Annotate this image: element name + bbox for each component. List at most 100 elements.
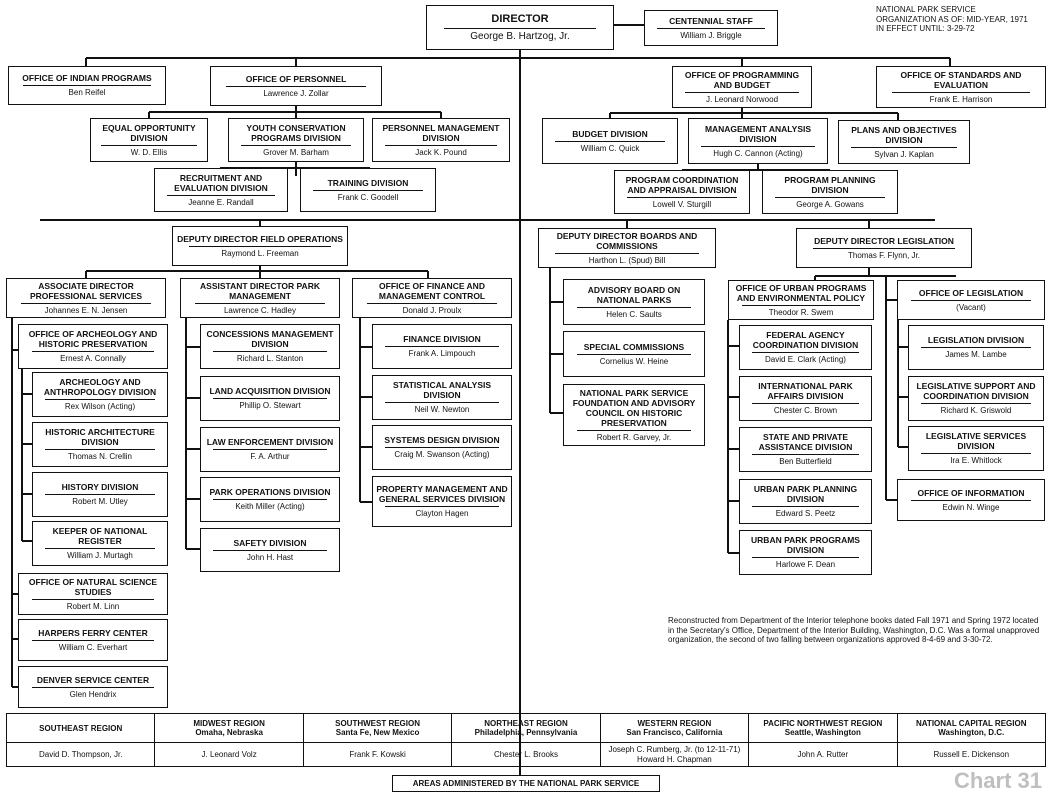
box-name: Robert M. Utley [72,497,128,506]
region-city: Washington, D.C. [938,728,1005,737]
history-division-box: HISTORY DIVISION Robert M. Utley [32,472,168,517]
federal-agency-coordination-division-box: FEDERAL AGENCY COORDINATION DIVISION Dav… [739,325,872,370]
box-name: Grover M. Barham [263,147,329,157]
legislative-support-coordination-division-box: LEGISLATIVE SUPPORT AND COORDINATION DIV… [908,376,1044,421]
systems-design-division-box: SYSTEMS DESIGN DIVISION Craig M. Swanson… [372,425,512,470]
box-title: PLANS AND OBJECTIVES DIVISION [851,124,957,145]
box-title: OFFICE OF PERSONNEL [245,73,347,84]
box-name: Rex Wilson (Acting) [64,402,136,411]
box-name: Ira E. Whitlock [950,456,1002,465]
box-title: PARK OPERATIONS DIVISION [209,487,331,497]
office-information-box: OFFICE OF INFORMATION Edwin N. Winge [897,479,1045,521]
box-name: (Vacant) [956,302,986,312]
box-name: James M. Lambe [945,350,1007,359]
box-name: John H. Hast [246,552,294,562]
archeology-anthropology-division-box: ARCHEOLOGY AND ANTHROPOLOGY DIVISION Rex… [32,372,168,417]
box-title: PROGRAM PLANNING DIVISION [784,174,876,195]
box-title: BUDGET DIVISION [572,128,648,139]
box-title: LAND ACQUISITION DIVISION [209,386,331,396]
region-city: Philadelphia, Pennsylvania [474,728,578,737]
box-name: Richard L. Stanton [236,354,304,363]
chart-number-label: Chart 31 [953,768,1042,793]
box-name: Cornelius W. Heine [599,356,669,366]
box-name: Clayton Hagen [415,509,469,518]
region-head: John A. Rutter [797,749,849,759]
box-title: ASSISTANT DIRECTOR PARK MANAGEMENT [200,280,320,301]
box-name: Ben Butterfield [779,457,832,466]
box-name: Craig M. Swanson (Acting) [394,450,490,459]
box-title: LEGISLATIVE SUPPORT AND COORDINATION DIV… [916,381,1036,401]
concessions-management-division-box: CONCESSIONS MANAGEMENT DIVISION Richard … [200,324,340,369]
finance-division-box: FINANCE DIVISION Frank A. Limpouch [372,324,512,369]
box-title: STATISTICAL ANALYSIS DIVISION [392,380,492,400]
personnel-management-division-box: PERSONNEL MANAGEMENT DIVISION Jack K. Po… [372,118,510,162]
box-name: J. Leonard Norwood [705,94,779,104]
regions-table: SOUTHEAST REGION David D. Thompson, Jr. … [6,713,1046,767]
box-title: OFFICE OF INDIAN PROGRAMS [22,73,152,83]
box-title: PROPERTY MANAGEMENT AND GENERAL SERVICES… [376,484,508,504]
box-name: William J. Briggle [680,30,742,40]
office-archeology-historic-preservation-box: OFFICE OF ARCHEOLOGY AND HISTORIC PRESER… [18,324,168,369]
box-title: RECRUITMENT AND EVALUATION DIVISION [174,172,268,193]
source-note: Reconstructed from Department of the Int… [668,616,1040,644]
box-name: Frank C. Goodell [337,192,399,202]
box-name: Raymond L. Freeman [221,248,299,258]
property-management-general-services-box: PROPERTY MANAGEMENT AND GENERAL SERVICES… [372,476,512,527]
region-head: Joseph C. Rumberg, Jr. (to 12-11-71) [608,745,741,754]
box-title: OFFICE OF LEGISLATION [918,287,1024,298]
office-personnel-box: OFFICE OF PERSONNEL Lawrence J. Zollar [210,66,382,106]
office-urban-programs-environmental-policy-box: OFFICE OF URBAN PROGRAMS AND ENVIRONMENT… [728,280,874,320]
box-name: F. A. Arthur [250,452,290,461]
box-title: OFFICE OF URBAN PROGRAMS AND ENVIRONMENT… [735,282,867,303]
region-cell: SOUTHEAST REGION David D. Thompson, Jr. [7,714,155,766]
office-indian-programs-box: OFFICE OF INDIAN PROGRAMS Ben Reifel [8,66,166,105]
box-name: Harlowe F. Dean [775,560,836,569]
box-title: CENTENNIAL STAFF [669,15,753,26]
legislative-services-division-box: LEGISLATIVE SERVICES DIVISION Ira E. Whi… [908,426,1044,471]
box-title: OFFICE OF ARCHEOLOGY AND HISTORIC PRESER… [28,329,158,349]
box-name: Keith Miller (Acting) [235,502,305,511]
box-title: URBAN PARK PLANNING DIVISION [753,484,858,504]
safety-division-box: SAFETY DIVISION John H. Hast [200,528,340,572]
region-name: PACIFIC NORTHWEST REGION [763,719,883,728]
box-title: ASSOCIATE DIRECTOR PROFESSIONAL SERVICES [29,280,143,301]
box-name: Harthon L. (Spud) Bill [588,255,666,265]
assistant-director-park-management-box: ASSISTANT DIRECTOR PARK MANAGEMENT Lawre… [180,278,340,318]
region-city: San Francisco, California [626,728,723,737]
urban-park-programs-division-box: URBAN PARK PROGRAMS DIVISION Harlowe F. … [739,530,872,575]
box-name: Robert R. Garvey, Jr. [596,432,672,442]
box-title: HARPERS FERRY CENTER [38,627,148,638]
box-title: MANAGEMENT ANALYSIS DIVISION [704,123,812,144]
program-planning-division-box: PROGRAM PLANNING DIVISION George A. Gowa… [762,170,898,214]
chart-legend-header: NATIONAL PARK SERVICE ORGANIZATION AS OF… [876,5,1046,34]
legend-line-3: IN EFFECT UNTIL: 3-29-72 [876,24,975,33]
office-legislation-box: OFFICE OF LEGISLATION (Vacant) [897,280,1045,320]
box-name: Thomas N. Crellin [67,452,132,461]
region-head: Chester L. Brooks [493,749,558,759]
box-title: HISTORY DIVISION [61,482,139,492]
box-name: Donald J. Proulx [402,305,462,315]
legislation-division-box: LEGISLATION DIVISION James M. Lambe [908,325,1044,370]
box-name: Lowell V. Sturgill [652,199,712,209]
box-name: W. D. Ellis [130,147,168,157]
box-title: CONCESSIONS MANAGEMENT DIVISION [206,329,334,349]
box-title: HISTORIC ARCHITECTURE DIVISION [45,427,155,447]
deputy-director-legislation-box: DEPUTY DIRECTOR LEGISLATION Thomas F. Fl… [796,228,972,268]
youth-conservation-programs-box: YOUTH CONSERVATION PROGRAMS DIVISION Gro… [228,118,364,162]
box-title: DENVER SERVICE CENTER [36,674,150,685]
box-name: Frank E. Harrison [929,94,993,104]
box-title: NATIONAL PARK SERVICE FOUNDATION AND ADV… [572,387,696,428]
park-operations-division-box: PARK OPERATIONS DIVISION Keith Miller (A… [200,477,340,522]
areas-administered-box: AREAS ADMINISTERED BY THE NATIONAL PARK … [392,775,660,792]
box-name: Phillip O. Stewart [239,401,301,410]
region-name: SOUTHWEST REGION [335,719,420,728]
director-box: DIRECTOR George B. Hartzog, Jr. [426,5,614,50]
box-title: PERSONNEL MANAGEMENT DIVISION [382,122,500,143]
advisory-board-national-parks-box: ADVISORY BOARD ON NATIONAL PARKS Helen C… [563,279,705,325]
box-title: EQUAL OPPORTUNITY DIVISION [102,122,196,143]
box-name: William C. Everhart [58,642,128,652]
